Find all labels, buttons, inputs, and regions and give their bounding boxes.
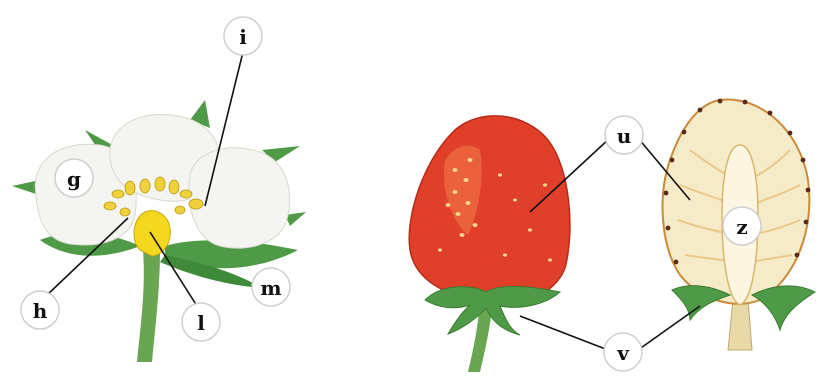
label-i: i — [224, 17, 262, 55]
label-text-h: h — [33, 299, 48, 323]
label-text-v: v — [616, 341, 630, 365]
seed — [453, 190, 458, 194]
seed — [795, 253, 800, 258]
anther — [120, 208, 130, 216]
label-text-z: z — [736, 215, 747, 239]
seed — [666, 226, 671, 231]
seed — [698, 108, 703, 113]
anther — [140, 179, 150, 193]
seed — [438, 248, 442, 251]
seed — [801, 158, 806, 163]
strawberry-flower-illustration — [12, 100, 306, 362]
leader-line-v-right — [638, 306, 700, 350]
seed — [682, 130, 687, 135]
seed — [473, 223, 478, 227]
label-text-u: u — [617, 124, 632, 148]
seed — [498, 173, 502, 176]
seed — [528, 228, 532, 231]
seed — [768, 111, 773, 116]
strawberry-fruit-illustration — [409, 116, 570, 372]
label-v: v — [604, 333, 642, 371]
seed — [456, 212, 461, 216]
seed — [466, 201, 471, 205]
anther — [125, 181, 135, 195]
label-h: h — [21, 291, 59, 329]
seed — [503, 253, 507, 256]
flower-stem — [137, 250, 160, 362]
flower-receptacle — [134, 211, 170, 256]
fruit-calyx — [425, 286, 560, 335]
anther — [169, 180, 179, 194]
label-u: u — [605, 116, 643, 154]
label-text-m: m — [260, 276, 281, 300]
seed — [468, 158, 473, 162]
label-z: z — [723, 207, 761, 245]
leader-line-v-left — [520, 316, 608, 350]
anther — [104, 202, 116, 210]
fruit-body — [409, 116, 570, 304]
seed — [718, 99, 723, 104]
seed — [460, 233, 465, 237]
seed — [804, 220, 809, 225]
label-g: g — [55, 159, 93, 197]
seed — [543, 183, 547, 186]
seed — [513, 198, 517, 201]
anther — [180, 190, 192, 198]
seed — [788, 131, 793, 136]
anther — [112, 190, 124, 198]
seed — [446, 203, 451, 207]
label-m: m — [252, 268, 290, 306]
seed — [664, 191, 669, 196]
label-l: l — [182, 303, 220, 341]
flower-petal-right — [189, 148, 290, 248]
section-stalk — [728, 300, 752, 350]
seed — [453, 168, 458, 172]
anther — [155, 177, 165, 191]
label-text-g: g — [67, 167, 81, 191]
seed — [670, 158, 675, 163]
label-text-i: i — [239, 25, 247, 49]
seed — [806, 188, 811, 193]
seed — [548, 258, 552, 261]
seed — [674, 260, 679, 265]
anther — [189, 199, 203, 209]
seed — [464, 178, 469, 182]
anther — [175, 206, 185, 214]
seed — [743, 100, 748, 105]
label-text-l: l — [197, 311, 205, 335]
